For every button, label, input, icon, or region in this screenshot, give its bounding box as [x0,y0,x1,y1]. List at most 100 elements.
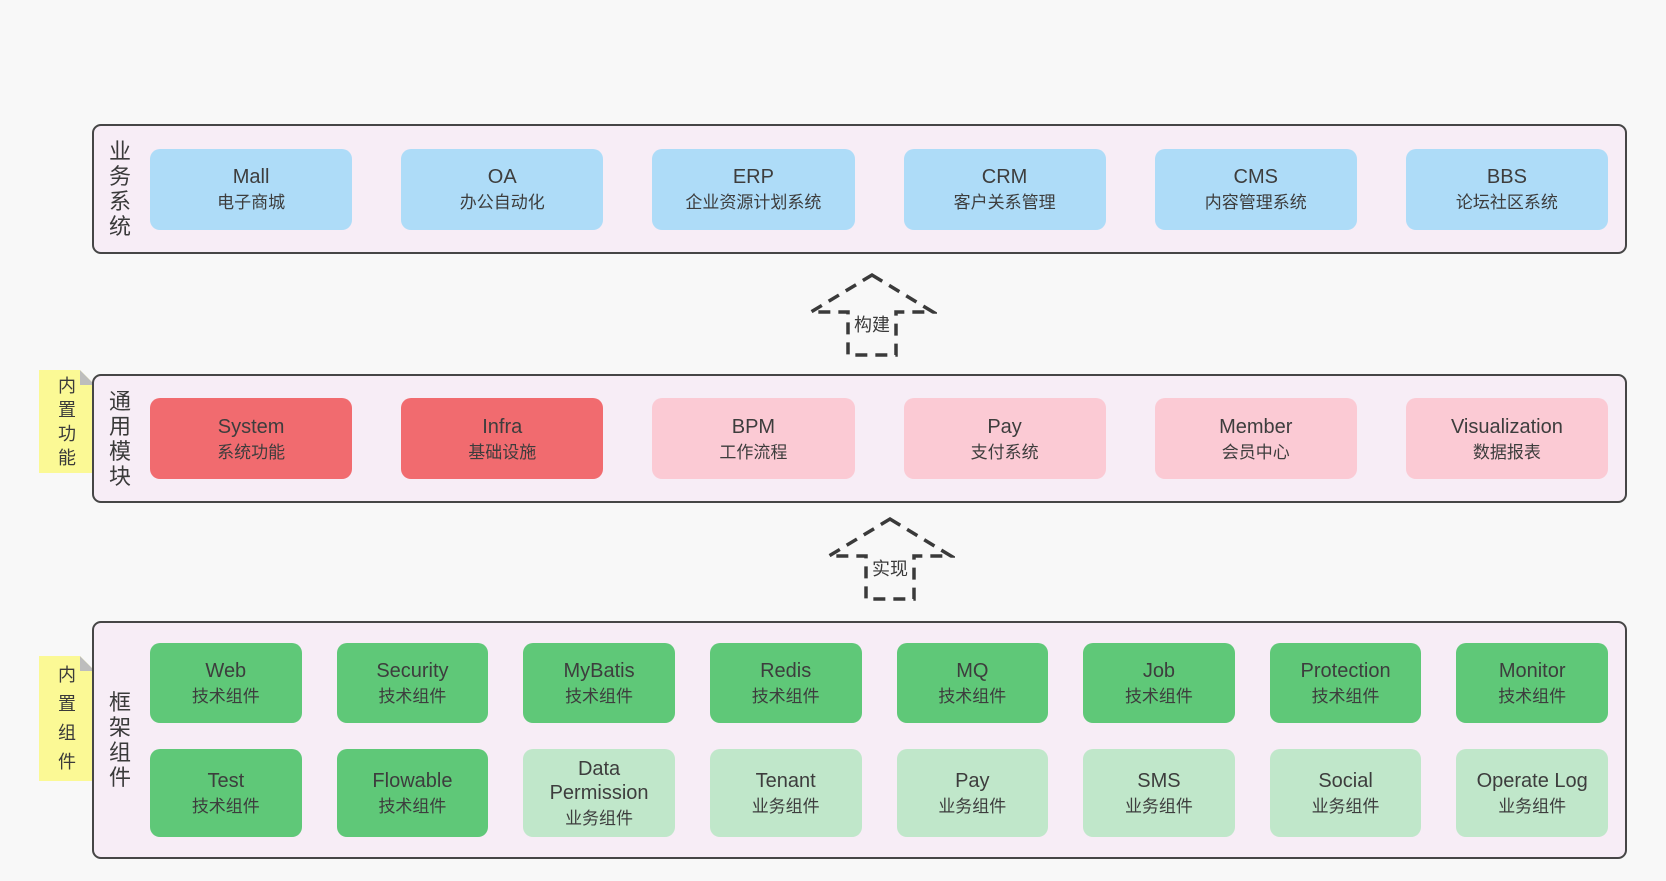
box-social: Social 业务组件 [1269,749,1422,837]
box-subtitle: 工作流程 [719,442,788,462]
box-title: Tenant [755,770,816,792]
box-mall: Mall 电子商城 [150,148,353,230]
box-bbs: BBS 论坛社区系统 [1405,148,1608,230]
box-tenant: Tenant 业务组件 [709,749,862,837]
box-subtitle: 系统功能 [217,442,286,462]
box-mybatis: MyBatis 技术组件 [523,643,675,723]
box-monitor: Monitor 技术组件 [1456,643,1608,723]
box-member: Member 会员中心 [1154,398,1357,479]
box-subtitle: 技术组件 [1311,687,1380,706]
modules-boxes-grid: System 系统功能 Infra 基础设施 BPM 工作流程 Pay 支付系统… [150,398,1608,479]
box-pay-biz: Pay 业务组件 [896,749,1049,837]
box-title: Security [376,660,449,682]
box-title: Redis [760,660,812,682]
box-title: Social [1318,770,1373,792]
box-mq: MQ 技术组件 [896,643,1049,723]
box-title: ERP [732,166,774,188]
box-job: Job 技术组件 [1083,643,1235,723]
section-label: 框架组件 [108,690,131,790]
box-subtitle: 技术组件 [378,797,447,816]
box-redis: Redis 技术组件 [709,643,862,723]
box-subtitle: 技术组件 [1124,687,1193,706]
box-title: Member [1219,415,1293,438]
box-title: OA [487,166,517,188]
box-infra: Infra 基础设施 [401,398,604,479]
box-title: Operate Log [1476,770,1588,792]
box-subtitle: 技术组件 [938,687,1007,706]
sticky-note-builtin-components: 内置组件 [39,656,95,781]
box-title: CRM [981,166,1028,188]
box-title: Test [207,770,245,792]
arrow-implement-label: 实现 [869,558,911,580]
box-subtitle: 业务组件 [1311,797,1380,816]
box-subtitle: 技术组件 [751,687,820,706]
box-oa: OA 办公自动化 [401,148,604,230]
box-title: Protection [1300,660,1391,682]
box-subtitle: 技术组件 [565,687,634,706]
section-business-systems: 业务系统 Mall 电子商城 OA 办公自动化 ERP 企业资源计划系统 CRM… [92,124,1627,254]
arrow-build: 构建 [807,272,937,358]
components-boxes-grid: Web 技术组件 Security 技术组件 MyBatis 技术组件 Redi… [150,643,1608,837]
box-title: Pay [987,415,1022,438]
box-system: System 系统功能 [150,398,353,479]
box-subtitle: 技术组件 [191,797,260,816]
box-security: Security 技术组件 [336,643,489,723]
box-title: SMS [1137,770,1181,792]
box-title: Data Permission [549,758,649,804]
box-test: Test 技术组件 [150,749,302,837]
box-title: Mall [232,166,270,188]
box-subtitle: 业务组件 [1498,797,1567,816]
box-title: Visualization [1450,415,1563,438]
box-operate-log: Operate Log 业务组件 [1456,749,1608,837]
box-bpm: BPM 工作流程 [652,398,855,479]
box-erp: ERP 企业资源计划系统 [652,148,855,230]
box-subtitle: 技术组件 [191,687,260,706]
box-title: System [217,415,285,438]
box-web: Web 技术组件 [150,643,302,723]
section-label: 业务系统 [108,139,131,239]
box-visualization: Visualization 数据报表 [1405,398,1608,479]
box-subtitle: 技术组件 [1498,687,1567,706]
box-subtitle: 业务组件 [751,797,820,816]
box-title: BPM [731,415,776,438]
box-title: MyBatis [563,660,635,682]
section-framework-components: 框架组件 Web 技术组件 Security 技术组件 MyBatis 技术组件… [92,621,1627,859]
box-title: Web [205,660,247,682]
section-label: 通用模块 [108,388,131,489]
box-title: Pay [955,770,990,792]
box-subtitle: 数据报表 [1472,442,1541,462]
box-title: BBS [1486,166,1527,188]
sticky-note-builtin-features: 内置功能 [39,370,95,473]
box-subtitle: 基础设施 [468,442,537,462]
box-subtitle: 客户关系管理 [953,193,1056,212]
box-subtitle: 技术组件 [378,687,447,706]
box-title: MQ [956,660,989,682]
box-flowable: Flowable 技术组件 [336,749,489,837]
box-subtitle: 会员中心 [1221,442,1290,462]
business-boxes-grid: Mall 电子商城 OA 办公自动化 ERP 企业资源计划系统 CRM 客户关系… [150,148,1608,230]
box-subtitle: 业务组件 [1124,797,1193,816]
box-cms: CMS 内容管理系统 [1154,148,1357,230]
box-subtitle: 内容管理系统 [1204,193,1307,212]
box-pay: Pay 支付系统 [903,398,1106,479]
box-subtitle: 论坛社区系统 [1455,193,1558,212]
box-subtitle: 业务组件 [565,809,634,828]
section-common-modules: 通用模块 System 系统功能 Infra 基础设施 BPM 工作流程 Pay… [92,374,1627,503]
box-subtitle: 支付系统 [970,442,1039,462]
box-subtitle: 办公自动化 [459,193,545,212]
box-subtitle: 电子商城 [217,193,286,212]
box-title: Infra [482,415,523,438]
box-title: Flowable [372,770,453,792]
box-title: Job [1142,660,1176,682]
box-title: CMS [1233,166,1278,188]
sticky-label: 内置功能 [58,375,76,468]
box-subtitle: 企业资源计划系统 [685,193,822,212]
sticky-label: 内置组件 [58,664,76,772]
arrow-build-label: 构建 [851,314,893,336]
box-data-permission: Data Permission 业务组件 [523,749,675,837]
box-sms: SMS 业务组件 [1083,749,1235,837]
box-subtitle: 业务组件 [938,797,1007,816]
box-crm: CRM 客户关系管理 [903,148,1106,230]
box-protection: Protection 技术组件 [1269,643,1422,723]
arrow-implement: 实现 [825,516,955,602]
